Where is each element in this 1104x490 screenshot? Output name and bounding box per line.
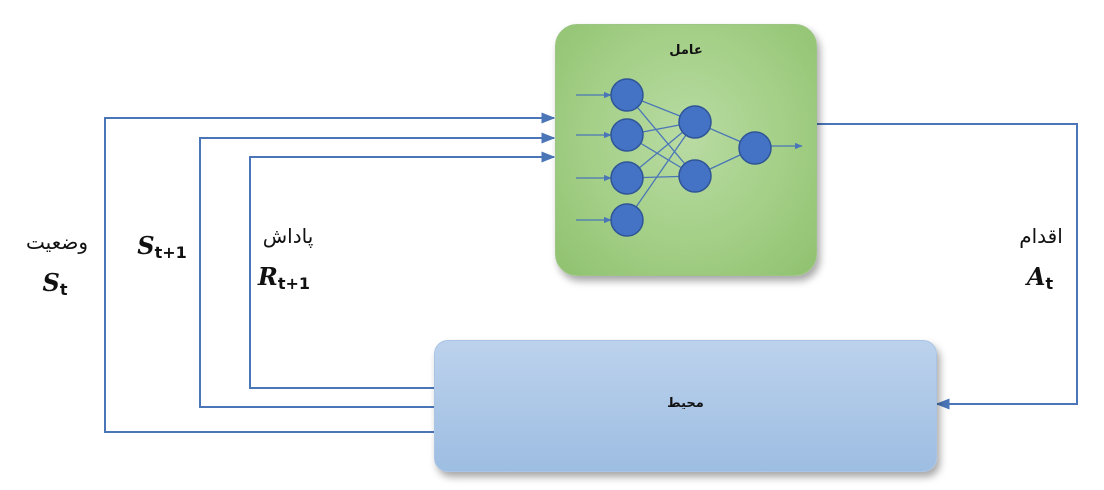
reward-symbol: Rt+1 xyxy=(257,262,311,293)
next-state-symbol: St+1 xyxy=(137,231,187,262)
state-symbol: St xyxy=(42,268,68,299)
neural-network-icon xyxy=(576,78,803,237)
action-symbol: At xyxy=(1026,262,1054,293)
action-label: اقدام xyxy=(1019,224,1063,248)
input-node xyxy=(610,78,644,112)
reward-label: پاداش xyxy=(262,224,314,248)
agent-title: عامل xyxy=(669,43,703,58)
input-node xyxy=(610,118,644,152)
environment-title: محیط xyxy=(667,396,704,411)
input-node xyxy=(610,203,644,237)
state-feedback-line xyxy=(104,112,556,433)
reward-feedback-line xyxy=(249,151,556,389)
next-state-feedback-line xyxy=(199,132,556,408)
hidden-node xyxy=(678,105,712,139)
environment-box: محیط xyxy=(434,340,937,472)
hidden-node xyxy=(678,159,712,193)
action-line xyxy=(816,123,1078,410)
state-label: وضعیت xyxy=(26,230,88,254)
output-node xyxy=(738,131,772,165)
input-node xyxy=(610,161,644,195)
network-edge xyxy=(626,94,696,177)
network-edge xyxy=(626,121,696,221)
agent-box: عامل xyxy=(555,24,817,276)
